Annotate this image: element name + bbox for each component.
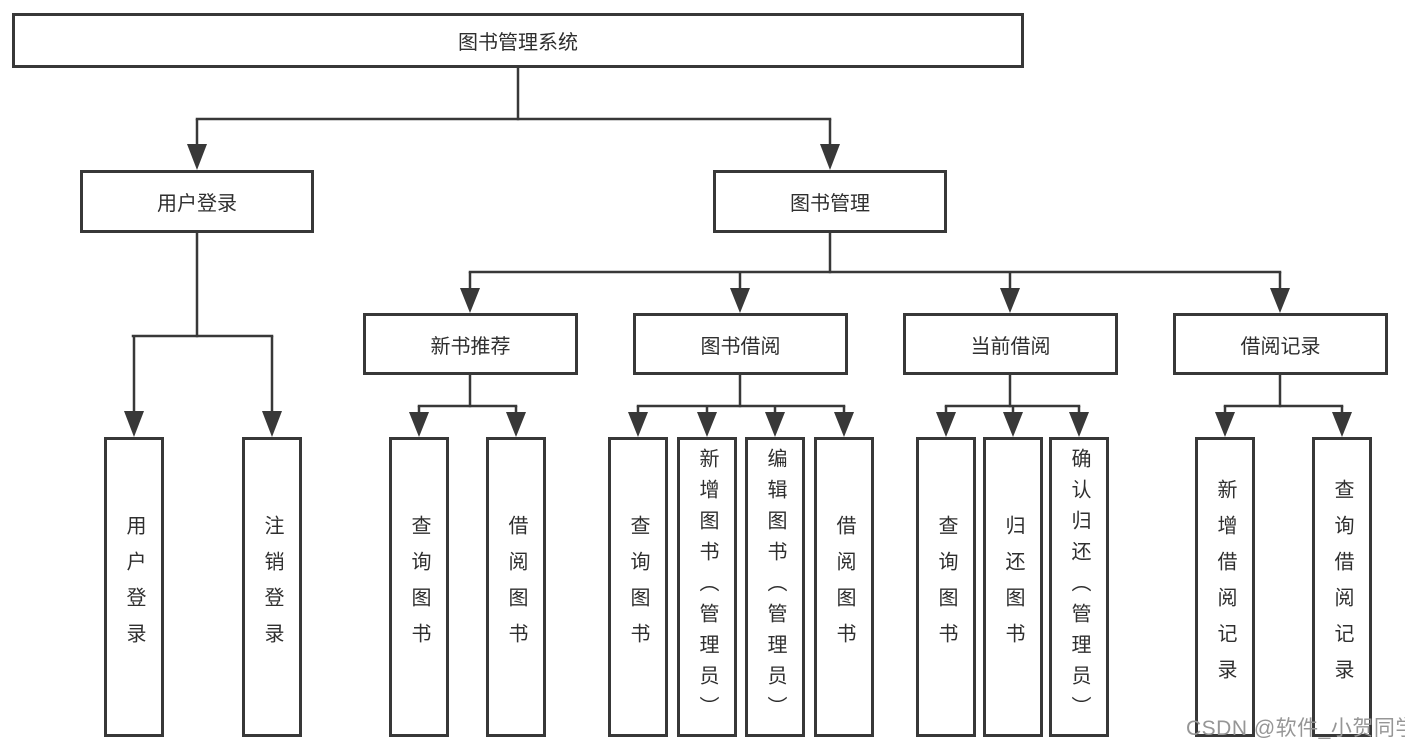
node-label: 用户登录 bbox=[157, 193, 237, 215]
node-book-borrowing: 图书借阅 bbox=[633, 313, 848, 375]
node-label: 新书推荐 bbox=[430, 335, 511, 358]
node-label: 归还图书 bbox=[1002, 515, 1024, 659]
node-book-management: 图书管理 bbox=[713, 170, 947, 233]
leaf-add-borrow-record: 新增借阅记录 bbox=[1195, 437, 1255, 737]
node-label: 图书借阅 bbox=[700, 335, 781, 358]
node-label: 新增图书（管理员） bbox=[696, 447, 718, 727]
node-label: 注销登录 bbox=[261, 515, 283, 659]
node-user-login: 用户登录 bbox=[80, 170, 314, 233]
node-current-borrowing: 当前借阅 bbox=[903, 313, 1118, 375]
node-label: 查询图书 bbox=[935, 515, 957, 659]
leaf-query-books-recommend: 查询图书 bbox=[389, 437, 449, 737]
node-library-management-system: 图书管理系统 bbox=[12, 13, 1024, 68]
node-borrowing-records: 借阅记录 bbox=[1173, 313, 1388, 375]
leaf-confirm-return-admin: 确认归还（管理员） bbox=[1049, 437, 1109, 737]
leaf-borrow-books-borrowing: 借阅图书 bbox=[814, 437, 874, 737]
leaf-query-books-current: 查询图书 bbox=[916, 437, 976, 737]
watermark: CSDN @软件_小贺同学 bbox=[1186, 717, 1405, 740]
node-label: 借阅图书 bbox=[505, 515, 527, 659]
node-label: 查询图书 bbox=[408, 515, 430, 659]
node-label: 图书管理 bbox=[790, 193, 870, 215]
leaf-add-books-admin: 新增图书（管理员） bbox=[677, 437, 737, 737]
leaf-logout: 注销登录 bbox=[242, 437, 302, 737]
leaf-query-borrow-record: 查询借阅记录 bbox=[1312, 437, 1372, 737]
node-label: 查询借阅记录 bbox=[1331, 479, 1353, 695]
leaf-edit-books-admin: 编辑图书（管理员） bbox=[745, 437, 805, 737]
leaf-user-login: 用户登录 bbox=[104, 437, 164, 737]
leaf-borrow-books-recommend: 借阅图书 bbox=[486, 437, 546, 737]
node-new-book-recommend: 新书推荐 bbox=[363, 313, 578, 375]
node-label: 确认归还（管理员） bbox=[1068, 447, 1090, 727]
node-label: 用户登录 bbox=[123, 515, 145, 659]
leaf-query-books-borrowing: 查询图书 bbox=[608, 437, 668, 737]
node-label: 当前借阅 bbox=[970, 335, 1051, 358]
node-label: 图书管理系统 bbox=[458, 32, 578, 54]
node-label: 新增借阅记录 bbox=[1214, 479, 1236, 695]
node-label: 借阅记录 bbox=[1240, 335, 1321, 358]
node-label: 借阅图书 bbox=[833, 515, 855, 659]
node-label: 编辑图书（管理员） bbox=[764, 447, 786, 727]
node-label: 查询图书 bbox=[627, 515, 649, 659]
leaf-return-books: 归还图书 bbox=[983, 437, 1043, 737]
